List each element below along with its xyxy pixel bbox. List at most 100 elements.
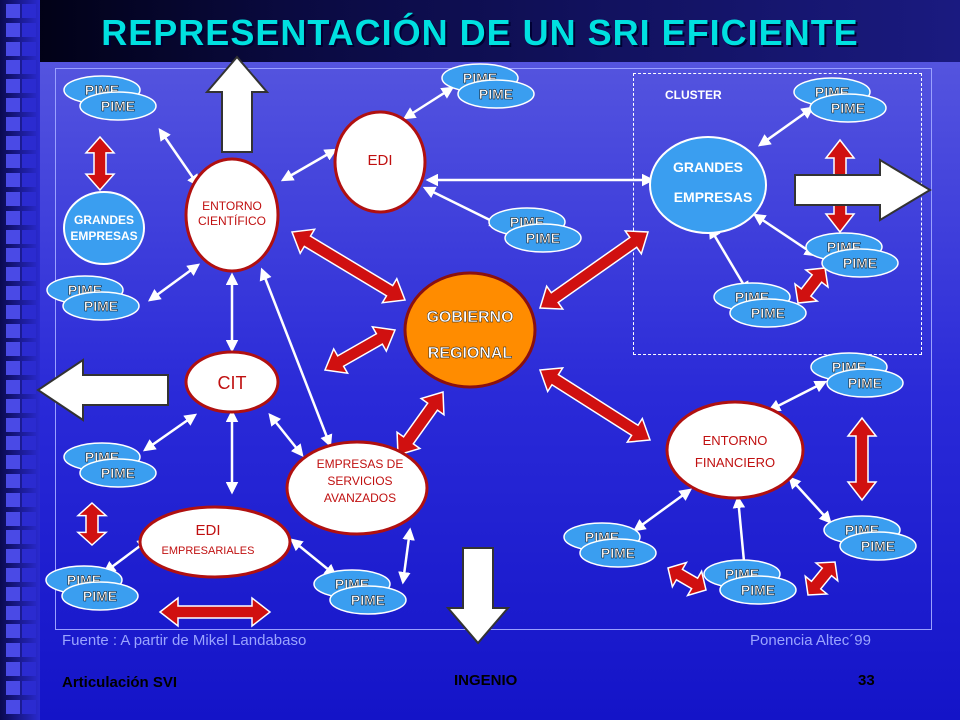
decor-square: [22, 229, 36, 244]
decor-square: [22, 380, 36, 394]
decor-square: [22, 662, 36, 676]
red-double-arrow: [84, 135, 116, 192]
entorno-financiero-node: [665, 400, 805, 500]
red-double-arrow: [158, 596, 272, 628]
decor-square: [22, 511, 36, 526]
pime-node: [457, 79, 535, 109]
pime-label: PIME: [351, 592, 385, 608]
decor-square: [6, 4, 20, 18]
red-double-arrow: [396, 391, 445, 456]
decor-square: [22, 116, 36, 131]
decor-square: [6, 586, 20, 601]
red-double-arrow: [539, 230, 649, 310]
decor-square: [6, 98, 20, 112]
gobierno-label: GOBIERNO: [426, 309, 513, 326]
source-right: Ponencia Altec´99: [750, 632, 871, 649]
edi-label: EDI: [367, 152, 392, 169]
footer-center: INGENIO: [454, 672, 518, 689]
decor-square: [6, 41, 20, 56]
header-band: [0, 0, 960, 62]
connector: [422, 186, 503, 227]
decor-square: [6, 304, 20, 319]
connector: [767, 380, 828, 412]
grandes-cluster-node: [649, 136, 767, 234]
edi-node: [333, 110, 427, 214]
pime-node: [826, 368, 904, 398]
footer-left: Articulación SVI: [62, 674, 178, 691]
decor-square: [22, 474, 36, 488]
pime-node: [729, 298, 807, 328]
decor-square: [6, 699, 20, 714]
slide-title: REPRESENTACIÓN DE UN SRI EFICIENTE: [101, 12, 859, 53]
connector: [280, 148, 338, 182]
decor-square: [22, 60, 36, 75]
big-white-arrow: [445, 547, 511, 645]
decor-square: [22, 568, 36, 582]
decor-square: [22, 304, 36, 319]
connector: [632, 488, 693, 532]
decor-square: [22, 586, 36, 601]
entorno-financiero-label: FINANCIERO: [695, 455, 775, 470]
pime-node: [62, 291, 140, 321]
cit-label: CIT: [218, 373, 247, 393]
decor-square: [6, 286, 20, 300]
decor-square: [22, 248, 36, 263]
pime-label: PIME: [601, 545, 635, 561]
decor-square: [22, 22, 36, 37]
entorno-cientifico-label: ENTORNO: [202, 199, 262, 213]
decor-square: [6, 342, 20, 357]
decor-square: [22, 417, 36, 432]
decor-square: [6, 154, 20, 169]
grandes-left-label: GRANDES: [74, 213, 134, 227]
connector: [158, 127, 200, 188]
decor-square: [6, 192, 20, 206]
cluster-box: [633, 73, 922, 355]
decor-square: [6, 173, 20, 188]
servicios-label: AVANZADOS: [324, 491, 396, 505]
decor-square: [6, 417, 20, 432]
decor-square: [6, 643, 20, 658]
decor-square: [6, 436, 20, 451]
big-white-arrow: [204, 55, 270, 153]
decor-square: [6, 361, 20, 376]
pime-label: PIME: [526, 230, 560, 246]
connector: [259, 267, 333, 448]
big-white-arrow: [794, 158, 932, 222]
decor-square: [22, 680, 36, 695]
servicios-label: SERVICIOS: [327, 474, 392, 488]
pime-label: PIME: [751, 305, 785, 321]
pime-label: PIME: [83, 588, 117, 604]
decor-square: [22, 549, 36, 564]
big-white-arrow: [36, 358, 169, 422]
pime-node: [79, 91, 157, 121]
decor-square: [6, 116, 20, 131]
decor-square: [22, 342, 36, 357]
pime-node: [821, 248, 899, 278]
red-double-arrow: [290, 228, 407, 304]
pime-node: [719, 575, 797, 605]
pime-label: PIME: [84, 298, 118, 314]
decor-square: [22, 530, 36, 545]
pime-node: [329, 585, 407, 615]
decor-square: [6, 549, 20, 564]
decor-square: [6, 60, 20, 75]
pime-node: [504, 223, 582, 253]
decor-square: [6, 135, 20, 150]
entorno-financiero-label: ENTORNO: [703, 433, 768, 448]
decor-square: [22, 323, 36, 338]
decor-square: [6, 210, 20, 225]
decor-square: [6, 511, 20, 526]
connector: [402, 86, 455, 120]
pime-label: PIME: [479, 86, 513, 102]
decor-square: [6, 605, 20, 620]
pime-label: PIME: [101, 98, 135, 114]
decor-square: [6, 267, 20, 282]
decor-square: [22, 398, 36, 413]
red-double-arrow: [804, 561, 839, 596]
connector: [290, 538, 337, 577]
decor-square: [6, 398, 20, 413]
decor-square: [22, 455, 36, 470]
connector: [142, 413, 198, 452]
decor-square: [22, 699, 36, 714]
